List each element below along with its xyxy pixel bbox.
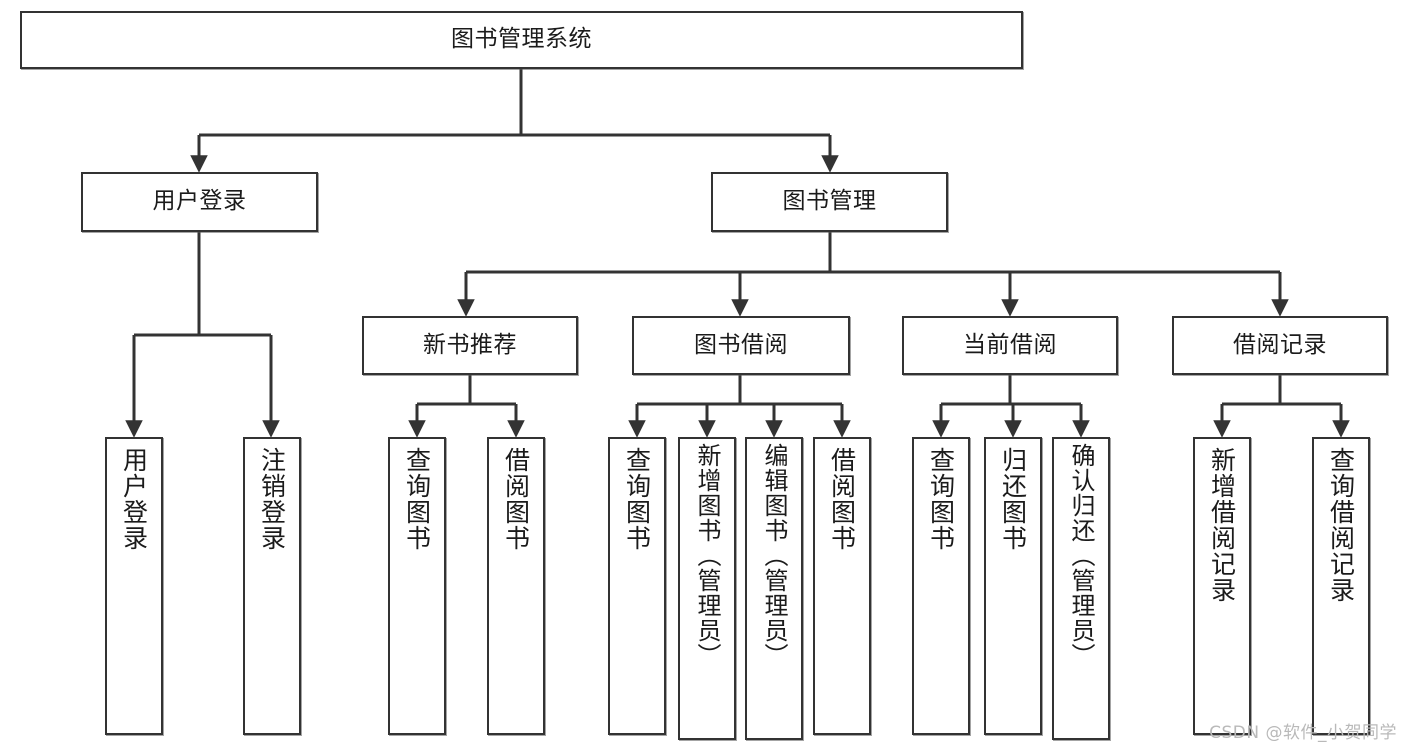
node-new-book-rec-label: 新书推荐 [423,331,517,358]
node-leaf-add-book[interactable]: 新增图书（管理员） [678,437,736,740]
node-new-book-rec[interactable]: 新书推荐 [362,316,578,375]
node-leaf-logout[interactable]: 注销登录 [243,437,301,735]
node-leaf-borrow-book-b[interactable]: 借阅图书 [813,437,871,735]
node-leaf-edit-book-label: 编辑图书（管理员） [760,443,788,668]
node-leaf-add-book-label: 新增图书（管理员） [693,443,721,668]
node-leaf-borrow-book-b-label: 借阅图书 [827,447,857,551]
node-book-borrow-label: 图书借阅 [694,331,788,358]
node-book-manage[interactable]: 图书管理 [711,172,948,232]
node-book-borrow[interactable]: 图书借阅 [632,316,850,375]
node-leaf-borrow-book-a-label: 借阅图书 [501,447,531,551]
node-leaf-return-book[interactable]: 归还图书 [984,437,1042,735]
node-leaf-query-record[interactable]: 查询借阅记录 [1312,437,1370,735]
node-leaf-edit-book[interactable]: 编辑图书（管理员） [745,437,803,740]
node-leaf-user-login-label: 用户登录 [119,447,149,551]
node-leaf-confirm-return-label: 确认归还（管理员） [1067,443,1095,668]
node-root-label: 图书管理系统 [451,26,592,53]
node-borrow-record-label: 借阅记录 [1233,331,1327,358]
node-user-login[interactable]: 用户登录 [81,172,318,232]
node-leaf-confirm-return[interactable]: 确认归还（管理员） [1052,437,1110,740]
node-leaf-logout-label: 注销登录 [257,447,287,551]
node-current-borrow-label: 当前借阅 [963,331,1057,358]
node-leaf-query-book-a-label: 查询图书 [402,447,432,551]
node-leaf-query-record-label: 查询借阅记录 [1326,447,1356,603]
csdn-watermark: CSDN @软件_小贺同学 [1209,723,1397,743]
node-leaf-add-record[interactable]: 新增借阅记录 [1193,437,1251,735]
node-leaf-user-login[interactable]: 用户登录 [105,437,163,735]
node-leaf-query-book-b-label: 查询图书 [622,447,652,551]
node-current-borrow[interactable]: 当前借阅 [902,316,1118,375]
node-leaf-query-book-b[interactable]: 查询图书 [608,437,666,735]
node-borrow-record[interactable]: 借阅记录 [1172,316,1388,375]
node-root[interactable]: 图书管理系统 [20,11,1023,69]
node-leaf-return-book-label: 归还图书 [998,447,1028,551]
node-user-login-label: 用户登录 [152,188,247,215]
node-leaf-add-record-label: 新增借阅记录 [1207,447,1237,603]
node-leaf-borrow-book-a[interactable]: 借阅图书 [487,437,545,735]
node-leaf-query-book-a[interactable]: 查询图书 [388,437,446,735]
node-leaf-query-book-c[interactable]: 查询图书 [912,437,970,735]
node-book-manage-label: 图书管理 [782,188,877,215]
node-leaf-query-book-c-label: 查询图书 [926,447,956,551]
